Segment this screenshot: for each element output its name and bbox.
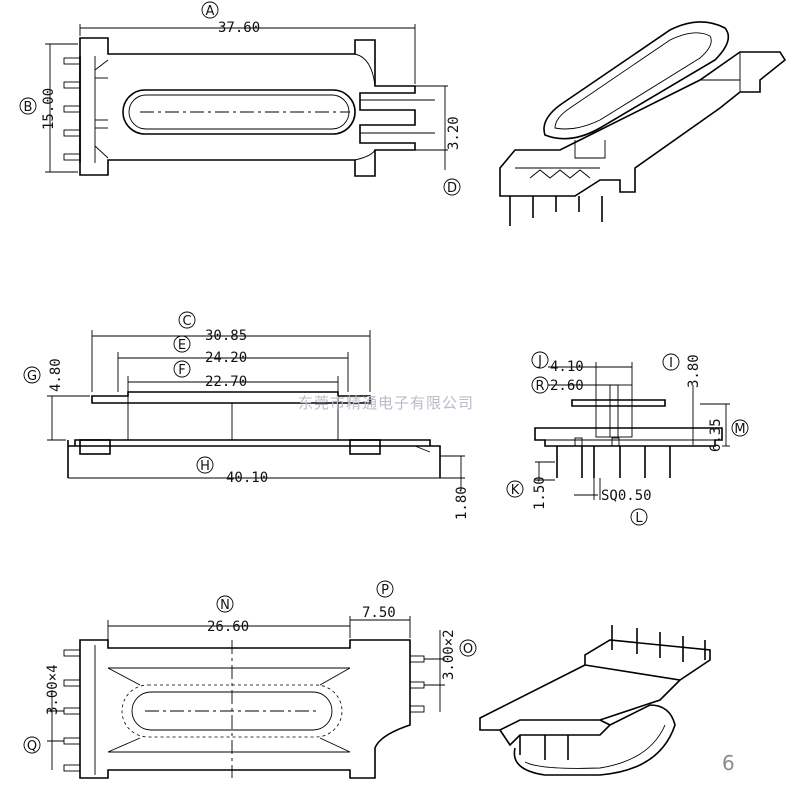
label-J: J	[537, 354, 542, 369]
dim-J-value: 4.10	[550, 359, 584, 375]
dim-I-value: 3.80	[686, 354, 702, 388]
label-F: F	[178, 363, 185, 378]
label-I: I	[669, 356, 673, 371]
isometric-view-bottom	[479, 625, 711, 776]
label-M: M	[734, 422, 745, 437]
label-H: H	[200, 459, 210, 474]
dim-H2-value: 1.80	[454, 486, 470, 520]
end-view: 4.10 J 2.60 R 3.80 I 6.35 M 1.50 K SQ0.5…	[506, 351, 749, 526]
dim-H-value: 40.10	[226, 470, 268, 486]
bottom-view: 26.60 N 7.50 P 3.00×2 O 3.00×4 Q	[23, 580, 477, 779]
label-R: R	[535, 379, 544, 394]
dim-B-value: 15.00	[41, 88, 57, 130]
label-C: C	[182, 314, 191, 329]
label-O: O	[463, 642, 473, 657]
label-B: B	[24, 100, 33, 115]
label-A: A	[206, 4, 215, 19]
page-number: 6	[722, 751, 735, 775]
dim-K-value: 1.50	[532, 476, 548, 510]
watermark-company: 东莞市精通电子有限公司	[298, 394, 474, 412]
dim-Q-value: 3.00×4	[45, 664, 61, 715]
dim-M-value: 6.35	[708, 418, 724, 452]
side-view: 30.85 C 24.20 E 22.70 F 4.80 G 40.10 H 1…	[23, 311, 470, 520]
dim-O-value: 3.00×2	[441, 629, 457, 680]
label-Q: Q	[27, 739, 37, 754]
label-E: E	[178, 338, 186, 353]
label-K: K	[511, 483, 520, 498]
label-P: P	[381, 583, 389, 598]
dim-D-value: 3.20	[446, 116, 462, 150]
dim-R-value: 2.60	[550, 378, 584, 394]
dim-N-value: 26.60	[207, 619, 249, 635]
dim-A-value: 37.60	[218, 20, 260, 36]
isometric-view-top	[499, 21, 787, 226]
dim-P-value: 7.50	[362, 605, 396, 621]
dim-L-value: SQ0.50	[601, 488, 652, 504]
dim-C-value: 30.85	[205, 328, 247, 344]
label-N: N	[220, 598, 230, 613]
dim-E-value: 24.20	[205, 350, 247, 366]
dim-F-value: 22.70	[205, 374, 247, 390]
label-L: L	[635, 511, 643, 526]
dim-G-value: 4.80	[48, 358, 64, 392]
label-G: G	[27, 369, 37, 384]
top-view: 37.60 A 15.00 B 3.20 D	[19, 1, 462, 196]
label-D: D	[447, 181, 457, 196]
